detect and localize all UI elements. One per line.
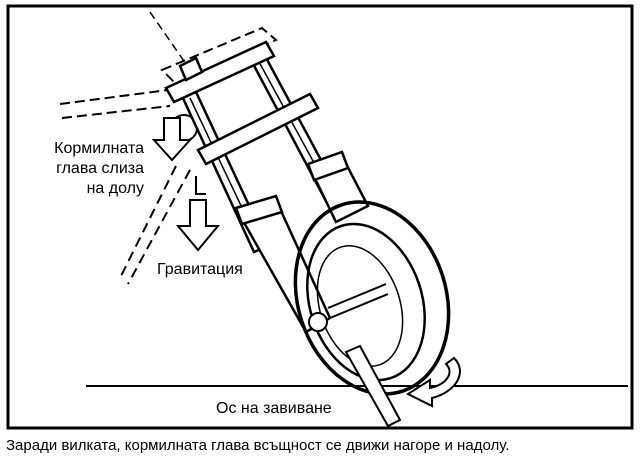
label-steering-line1: Кормилната bbox=[54, 140, 144, 157]
fork-dashed bbox=[119, 165, 191, 285]
label-gravity: Гравитация bbox=[157, 261, 243, 278]
offset-marker bbox=[195, 176, 206, 195]
rotation-arrow-icon bbox=[405, 356, 461, 408]
steering-axis-dashed bbox=[149, 11, 187, 65]
wheel-axle bbox=[308, 312, 328, 332]
arrow-down-gravity-icon bbox=[175, 199, 221, 252]
label-steering-head-down: Кормилната глава слиза на долу bbox=[24, 139, 144, 199]
label-steering-line3: на долу bbox=[86, 180, 144, 197]
label-steering-line2: глава слиза bbox=[56, 160, 144, 177]
diagram-frame bbox=[6, 4, 634, 430]
turning-axis-line bbox=[344, 344, 402, 428]
handlebar-dashed bbox=[59, 26, 278, 119]
arrow-down-steering-icon bbox=[151, 117, 193, 162]
figure-caption: Заради вилката, кормилната глава всъщнос… bbox=[6, 437, 510, 454]
label-turning-axis: Ос на завиване bbox=[216, 400, 332, 417]
